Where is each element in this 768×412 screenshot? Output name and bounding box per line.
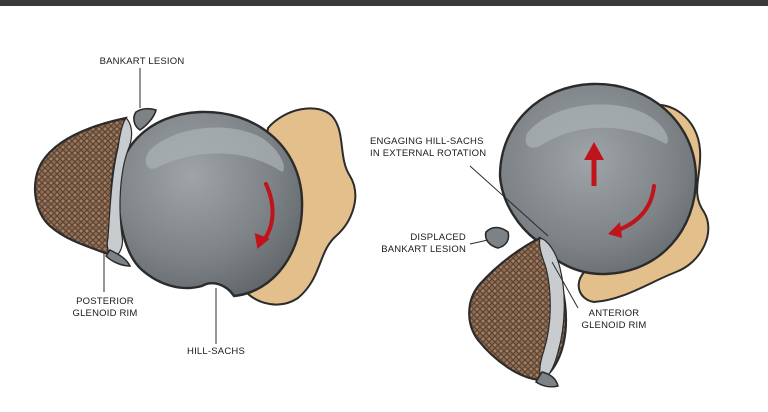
right-figure [469, 84, 708, 387]
label-posterior-glenoid-rim: POSTERIOR GLENOID RIM [64, 296, 146, 320]
label-anterior-glenoid-rim: ANTERIOR GLENOID RIM [572, 308, 656, 332]
label-engaging-hill-sachs: ENGAGING HILL-SACHS IN EXTERNAL ROTATION [370, 136, 500, 160]
label-bankart-lesion: BANKART LESION [96, 56, 188, 68]
right-bankart-fragment [486, 228, 509, 249]
label-displaced-bankart-lesion: DISPLACED BANKART LESION [370, 232, 466, 256]
label-hill-sachs: HILL-SACHS [176, 346, 256, 358]
